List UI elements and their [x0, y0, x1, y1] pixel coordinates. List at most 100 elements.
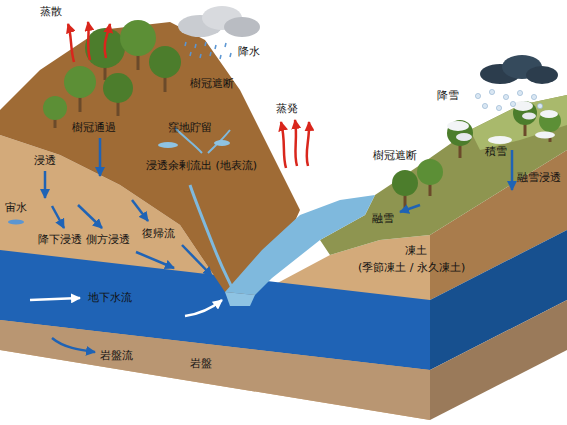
snowflakes [531, 94, 536, 99]
diagram-label: 凍土 [405, 245, 427, 258]
perched-water [8, 220, 24, 225]
snowflakes [489, 89, 494, 94]
rain-cloud [224, 17, 260, 37]
hill-surface [0, 22, 300, 295]
forest-trees [43, 96, 67, 120]
side-face [430, 300, 567, 420]
perched-water [8, 220, 24, 225]
snowflakes [510, 101, 515, 106]
rain-drops [230, 53, 231, 57]
depression-storage [158, 140, 230, 148]
diagram-label: 地下水流 [88, 292, 132, 305]
diagram-label: 積雪 [485, 146, 507, 159]
flow-arrows [136, 252, 174, 268]
right-bank-surface [470, 95, 567, 150]
diagram-label: 蒸散 [40, 6, 62, 19]
right-trees [539, 110, 561, 132]
diagram-label: 樹冠通過 [72, 122, 116, 135]
forest-trees [64, 66, 96, 98]
diagram-label: 樹冠遮断 [190, 78, 234, 91]
transpiration-arrows [68, 22, 110, 62]
evaporation-arrows [281, 122, 286, 168]
rain-drops [195, 44, 196, 48]
flow-arrows [52, 338, 95, 352]
diagram-label: 降雪 [437, 90, 459, 103]
right-trees [417, 159, 443, 185]
diagram-label: 浸透 [34, 155, 56, 168]
diagram-label: 窪地貯留 [168, 122, 212, 135]
diagram-label: 岩盤流 [100, 350, 133, 363]
evaporation-arrows [281, 120, 309, 168]
diagram-label: 岩盤 [190, 358, 212, 371]
flow-arrows [182, 245, 212, 276]
snow-cover [540, 110, 558, 118]
rain-drops [220, 55, 221, 59]
transpiration-arrows [88, 22, 90, 60]
forest-trees [103, 73, 133, 103]
snowflakes [517, 90, 522, 95]
groundwater-arrows [185, 300, 222, 316]
bedrock-band [0, 320, 430, 420]
diagram-label: 降水 [238, 46, 260, 59]
rain-drops [225, 43, 226, 47]
flow-arrows [45, 138, 512, 352]
diagram-label: 浸透余剰流出 (地表流) [146, 160, 257, 173]
hill-surface [0, 22, 300, 295]
rain-drops [200, 54, 201, 58]
snow-cover [513, 101, 533, 111]
snow-cloud [526, 66, 558, 84]
forest-trees [149, 46, 181, 78]
rain-drops [185, 42, 186, 46]
evaporation-arrows [295, 120, 297, 166]
flow-arrows [52, 206, 64, 228]
right-trees [392, 101, 561, 208]
river [225, 195, 375, 295]
diagram-label: 宙水 [5, 202, 27, 215]
right-bank-surface [320, 95, 567, 255]
depression-storage [214, 140, 230, 146]
snowflakes [537, 103, 542, 108]
snowflakes [503, 94, 508, 99]
snow-cover [535, 132, 555, 139]
flow-arrows [132, 200, 148, 221]
rain-drops [190, 52, 191, 56]
flow-arrows [400, 205, 420, 212]
diagram-label: 融雪 [372, 213, 394, 226]
rain-drops [210, 52, 211, 56]
snow-cover [447, 121, 469, 131]
snowflakes [496, 105, 501, 110]
rain-cloud [178, 6, 260, 37]
transpiration-arrows [105, 24, 110, 58]
flow-arrows [99, 138, 102, 176]
snow-cover [447, 101, 558, 144]
flow-arrows [44, 171, 47, 198]
diagram-label: 樹冠遮断 [373, 150, 417, 163]
flow-arrows [511, 150, 514, 190]
rain-drops [215, 45, 216, 49]
forest-trees [43, 20, 181, 128]
river [190, 185, 232, 288]
forest-trees [120, 20, 156, 56]
right-trees [392, 170, 418, 196]
rain-drops [185, 42, 231, 59]
bedrock-band [0, 320, 430, 420]
diagram-label: 蒸発 [276, 103, 298, 116]
snowflakes [482, 103, 487, 108]
diagram-label: 降下浸透 [38, 234, 82, 247]
right-trees [447, 120, 473, 146]
diagram-label: (季節凍土 / 永久凍土) [358, 262, 465, 275]
depression-storage [158, 142, 178, 148]
transpiration-arrows [68, 24, 74, 62]
snow-cover [456, 133, 472, 141]
flow-arrows [78, 205, 102, 228]
snow-cover [522, 113, 536, 120]
river [225, 292, 255, 306]
right-bank-surface [320, 95, 567, 255]
right-trees [513, 101, 537, 125]
snowflakes [475, 93, 480, 98]
snow-cover [488, 136, 512, 144]
river [175, 128, 375, 306]
